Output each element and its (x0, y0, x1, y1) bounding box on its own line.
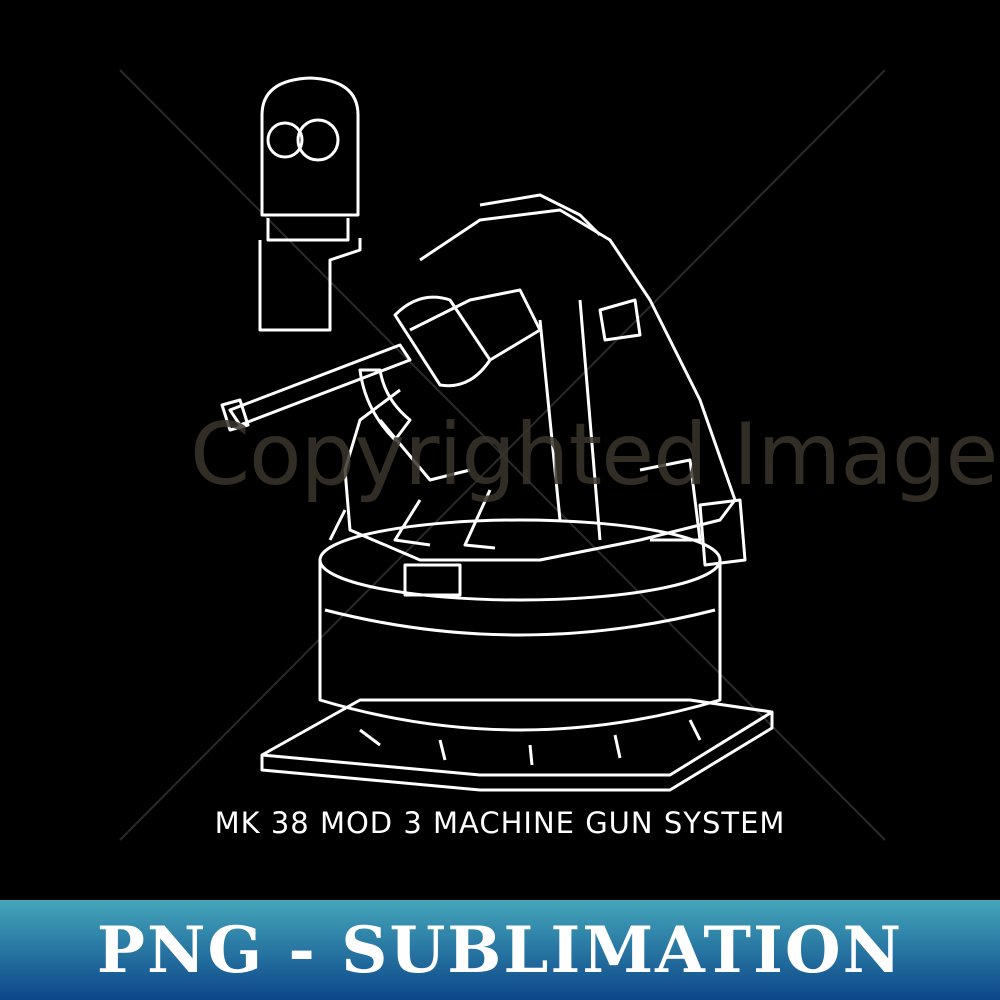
product-caption: MK 38 MOD 3 MACHINE GUN SYSTEM (214, 806, 786, 840)
sensor-dome (258, 76, 362, 332)
banner-text: PNG - SUBLIMATION (96, 912, 904, 988)
mounting-plate (260, 698, 774, 792)
base-ring (318, 489, 722, 732)
watermark-cross-lines (119, 69, 886, 841)
sublimation-banner: PNG - SUBLIMATION (0, 900, 1000, 1000)
barrel (220, 288, 542, 432)
turret-body (343, 193, 747, 567)
watermark-text: Copyrighted Image (190, 405, 998, 505)
